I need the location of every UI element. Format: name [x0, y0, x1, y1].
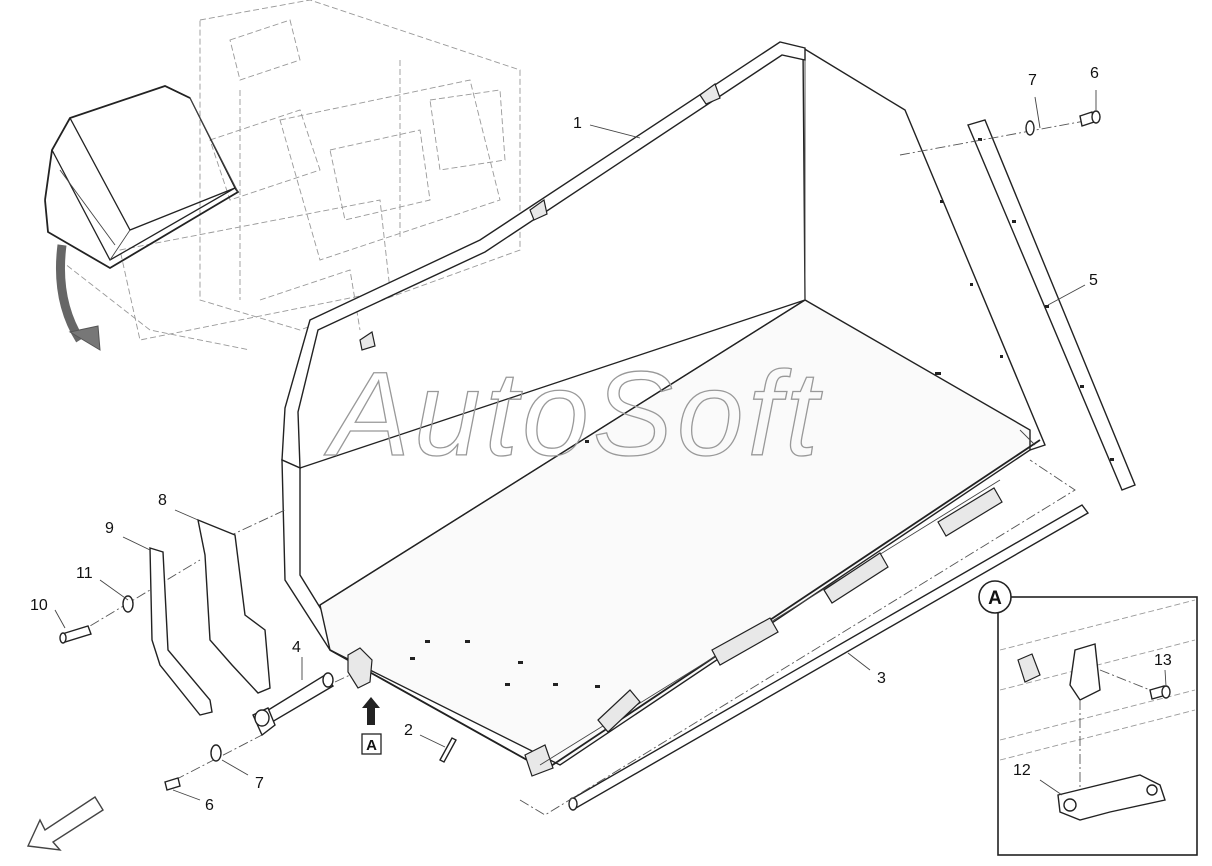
leader-lines: [54, 90, 1167, 801]
callout-5: 5: [1089, 272, 1098, 289]
view-marker-a: A: [361, 697, 382, 755]
view-marker-label: A: [366, 737, 377, 754]
callout-8: 8: [158, 492, 167, 509]
callout-3: 3: [877, 670, 886, 687]
callout-4: 4: [292, 639, 301, 656]
bar-part-3: [519, 459, 1090, 816]
cutting-edge-sleeves: [539, 479, 1003, 766]
callout-13: 13: [1154, 652, 1172, 669]
callout-6-top: 6: [1090, 65, 1099, 82]
callout-6-bottom: 6: [205, 797, 214, 814]
watermark: AutoSoft: [324, 347, 823, 481]
detail-a-label: A: [988, 588, 1002, 609]
machine-overview: [44, 0, 521, 351]
bucket-part-1: [281, 41, 1046, 777]
side-plates: [59, 509, 286, 716]
callout-2: 2: [404, 722, 413, 739]
detail-a-inset: A: [978, 580, 1198, 856]
callout-9: 9: [105, 520, 114, 537]
callout-10: 10: [30, 597, 48, 614]
strip-part-5: [967, 119, 1136, 491]
direction-arrow: [26, 796, 104, 851]
callouts: 1 2 3 4 5 6 6 7 7 8 9 10 11 12 13: [30, 65, 1172, 814]
callout-7-bottom: 7: [255, 775, 264, 792]
bolt-washer-top: [899, 110, 1101, 156]
callout-12: 12: [1013, 762, 1031, 779]
pin-part-4: [164, 672, 457, 791]
callout-1: 1: [573, 115, 582, 132]
callout-11: 11: [76, 565, 93, 582]
callout-7-top: 7: [1028, 72, 1037, 89]
